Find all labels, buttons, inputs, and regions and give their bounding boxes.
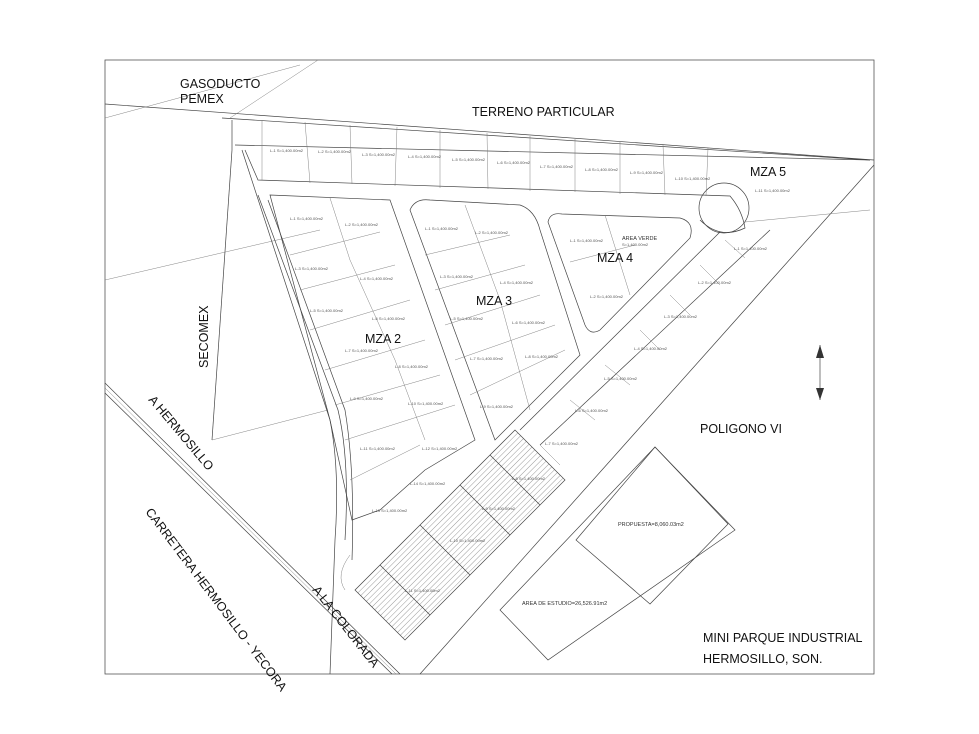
svg-text:L-3 S=1,400.00m2: L-3 S=1,400.00m2 [440, 274, 474, 279]
study-area [499, 446, 736, 661]
highway [104, 382, 401, 675]
svg-text:L-7 S=1,400.00m2: L-7 S=1,400.00m2 [540, 164, 574, 169]
svg-text:L-9 S=1,400.00m2: L-9 S=1,400.00m2 [482, 506, 516, 511]
svg-text:L-1 S=1,400.00m2: L-1 S=1,400.00m2 [425, 226, 459, 231]
svg-text:L-5 S=1,400.00m2: L-5 S=1,400.00m2 [604, 376, 638, 381]
svg-text:L-11 S=1,400.00m2: L-11 S=1,400.00m2 [360, 446, 396, 451]
svg-text:L-2 S=1,400.00m2: L-2 S=1,400.00m2 [698, 280, 732, 285]
svg-text:S=1,400.00m2: S=1,400.00m2 [622, 242, 649, 247]
svg-text:L-3 S=1,400.00m2: L-3 S=1,400.00m2 [664, 314, 698, 319]
svg-text:L-1 S=1,400.00m2: L-1 S=1,400.00m2 [570, 238, 604, 243]
label-area-verde: AREA VERDE [622, 236, 657, 242]
svg-text:L-7 S=1,400.00m2: L-7 S=1,400.00m2 [345, 348, 379, 353]
svg-text:L-14 S=1,400.00m2: L-14 S=1,400.00m2 [410, 481, 446, 486]
svg-text:L-7 S=1,400.00m2: L-7 S=1,400.00m2 [470, 356, 504, 361]
svg-text:L-11 S=1,400.00m2: L-11 S=1,400.00m2 [405, 588, 441, 593]
lot-annotations: L-1 S=1,400.00m2 L-2 S=1,400.00m2 L-3 S=… [270, 148, 791, 593]
label-secomex: SECOMEX [197, 305, 211, 368]
svg-text:L-6 S=1,400.00m2: L-6 S=1,400.00m2 [497, 160, 531, 165]
block-mza3-outline [409, 199, 581, 441]
svg-text:L-8 S=1,400.00m2: L-8 S=1,400.00m2 [512, 476, 546, 481]
svg-text:L-2 S=1,400.00m2: L-2 S=1,400.00m2 [345, 222, 379, 227]
title-line-2: HERMOSILLO, SON. [703, 652, 822, 666]
svg-text:L-12 S=1,400.00m2: L-12 S=1,400.00m2 [422, 446, 458, 451]
svg-text:L-1 S=1,400.00m2: L-1 S=1,400.00m2 [290, 216, 324, 221]
svg-text:L-9 S=1,400.00m2: L-9 S=1,400.00m2 [350, 396, 384, 401]
block-mza5: MZA 5 [750, 165, 786, 179]
svg-text:L-5 S=1,400.00m2: L-5 S=1,400.00m2 [450, 316, 484, 321]
cul-de-sac [698, 182, 750, 234]
block-mza2-outline [269, 194, 476, 521]
access-road [241, 149, 354, 675]
svg-text:L-6 S=1,400.00m2: L-6 S=1,400.00m2 [575, 408, 609, 413]
svg-text:L-4 S=1,400.00m2: L-4 S=1,400.00m2 [500, 280, 534, 285]
hatched-area [354, 429, 566, 641]
svg-text:L-4 S=1,400.00m2: L-4 S=1,400.00m2 [360, 276, 394, 281]
svg-text:L-8 S=1,400.00m2: L-8 S=1,400.00m2 [395, 364, 429, 369]
label-carretera: CARRETERA HERMOSILLO - YECORA [143, 505, 290, 694]
north-arrow-icon [816, 345, 824, 400]
svg-text:L-6 S=1,400.00m2: L-6 S=1,400.00m2 [512, 320, 546, 325]
top-lots [244, 120, 746, 233]
label-propuesta: PROPUESTA=8,060.03m2 [618, 522, 684, 528]
label-area-estudio: AREA DE ESTUDIO=26,526.91m2 [522, 601, 607, 607]
svg-text:L-10 S=1,400.00m2: L-10 S=1,400.00m2 [675, 176, 711, 181]
label-gasoducto-1: GASODUCTO [180, 77, 261, 91]
svg-text:L-13 S=1,400.00m2: L-13 S=1,400.00m2 [372, 508, 408, 513]
svg-text:L-9 S=1,400.00m2: L-9 S=1,400.00m2 [480, 404, 514, 409]
label-terreno-particular: TERRENO PARTICULAR [472, 105, 615, 119]
svg-text:L-2 S=1,400.00m2: L-2 S=1,400.00m2 [318, 149, 352, 154]
drawing-frame [104, 59, 875, 675]
svg-text:L-4 S=1,400.00m2: L-4 S=1,400.00m2 [408, 154, 442, 159]
svg-text:L-3 S=1,400.00m2: L-3 S=1,400.00m2 [295, 266, 329, 271]
svg-text:L-2 S=1,400.00m2: L-2 S=1,400.00m2 [590, 294, 624, 299]
boundary-lines [104, 59, 875, 675]
label-gasoducto-2: PEMEX [180, 92, 224, 106]
svg-text:L-8 S=1,400.00m2: L-8 S=1,400.00m2 [525, 354, 559, 359]
svg-text:L-8 S=1,400.00m2: L-8 S=1,400.00m2 [585, 167, 619, 172]
svg-text:L-3 S=1,400.00m2: L-3 S=1,400.00m2 [362, 152, 396, 157]
svg-text:L-1 S=1,400.00m2: L-1 S=1,400.00m2 [270, 148, 304, 153]
svg-text:L-5 S=1,400.00m2: L-5 S=1,400.00m2 [310, 308, 344, 313]
svg-text:L-4 S=1,400.00m2: L-4 S=1,400.00m2 [634, 346, 668, 351]
block-mza2: MZA 2 [365, 332, 401, 346]
svg-text:L-6 S=1,400.00m2: L-6 S=1,400.00m2 [372, 316, 406, 321]
title-line-1: MINI PARQUE INDUSTRIAL [703, 631, 863, 645]
svg-text:L-9 S=1,400.00m2: L-9 S=1,400.00m2 [630, 170, 664, 175]
block-mza5-lots [519, 209, 871, 466]
svg-text:L-1 S=1,400.00m2: L-1 S=1,400.00m2 [734, 246, 768, 251]
block-mza4-outline [547, 213, 692, 333]
block-mza4: MZA 4 [597, 251, 633, 265]
svg-text:L-2 S=1,400.00m2: L-2 S=1,400.00m2 [475, 230, 509, 235]
svg-text:L-11 S=1,400.00m2: L-11 S=1,400.00m2 [755, 188, 791, 193]
svg-text:L-10 S=1,400.00m2: L-10 S=1,400.00m2 [408, 401, 444, 406]
block-mza3: MZA 3 [476, 294, 512, 308]
svg-text:L-10 S=1,400.00m2: L-10 S=1,400.00m2 [450, 538, 486, 543]
svg-text:L-5 S=1,400.00m2: L-5 S=1,400.00m2 [452, 157, 486, 162]
svg-text:L-7 S=1,400.00m2: L-7 S=1,400.00m2 [545, 441, 579, 446]
label-poligono: POLIGONO VI [700, 422, 782, 436]
